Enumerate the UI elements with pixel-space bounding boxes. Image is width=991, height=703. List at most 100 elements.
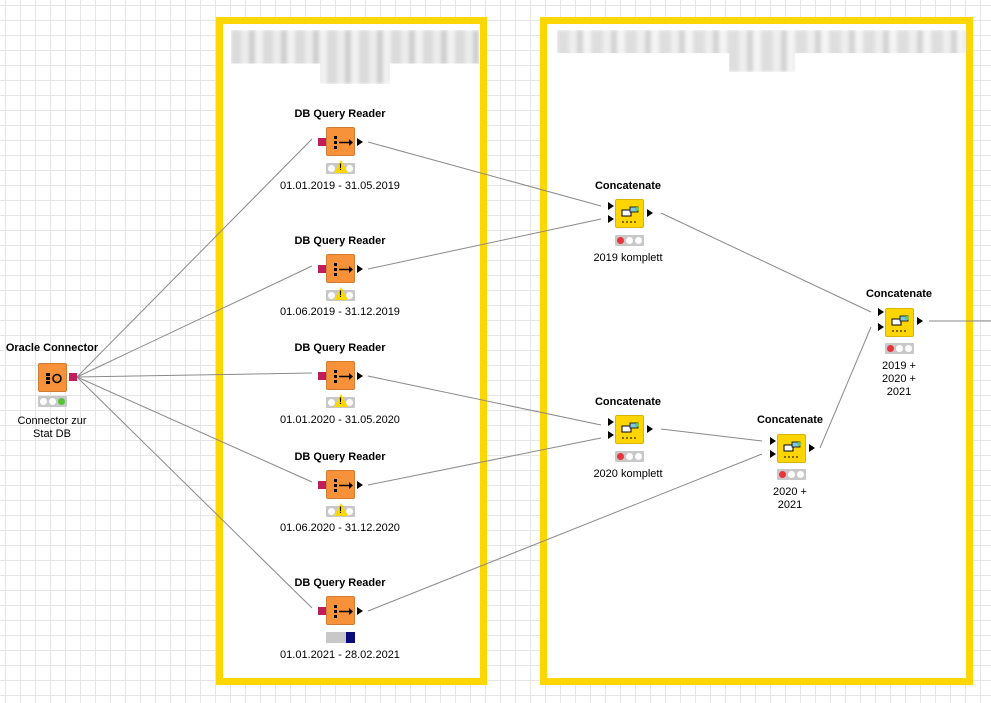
- node-concatenate[interactable]: Concatenate 2019 komplett: [568, 180, 688, 270]
- node-db-query-reader[interactable]: DB Query Reader ! 01.01.2020 - 31.05.202…: [280, 342, 400, 432]
- db-input-port[interactable]: [318, 481, 326, 489]
- connection: [367, 218, 602, 270]
- data-input-port[interactable]: [608, 215, 614, 223]
- db-query-icon: [334, 370, 353, 383]
- node-title: DB Query Reader: [294, 451, 386, 463]
- node-icon-box[interactable]: [326, 361, 355, 390]
- status-traffic-light: !: [326, 160, 355, 174]
- db-input-port[interactable]: [318, 265, 326, 273]
- node-label: 01.01.2021 - 28.02.2021: [280, 649, 400, 661]
- connection: [367, 437, 602, 486]
- status-traffic-light: [885, 343, 914, 354]
- node-label: Connector zur Stat DB: [17, 415, 87, 440]
- node-concatenate[interactable]: Concatenate 2019 + 2020 + 2021: [839, 288, 959, 408]
- node-icon-box[interactable]: [777, 434, 806, 463]
- node-db-query-reader[interactable]: DB Query Reader ! 01.06.2019 - 31.12.201…: [280, 235, 400, 325]
- node-icon-box[interactable]: [615, 199, 644, 228]
- status-traffic-light: !: [326, 394, 355, 408]
- node-icon-box[interactable]: [885, 308, 914, 337]
- status-traffic-light: [777, 469, 806, 480]
- node-title: DB Query Reader: [294, 342, 386, 354]
- warning-icon: [334, 394, 348, 407]
- connection: [76, 376, 313, 609]
- db-query-icon: [334, 479, 353, 492]
- node-label: 01.06.2020 - 31.12.2020: [280, 522, 400, 534]
- connection: [660, 428, 763, 442]
- node-db-query-reader[interactable]: DB Query Reader ! 01.01.2019 - 31.05.201…: [280, 108, 400, 198]
- db-query-icon: [334, 136, 353, 149]
- data-input-port[interactable]: [770, 437, 776, 445]
- status-traffic-light: [38, 396, 67, 407]
- db-input-port[interactable]: [318, 372, 326, 380]
- data-input-port[interactable]: [608, 418, 614, 426]
- connection: [76, 265, 313, 378]
- node-label: 2019 komplett: [593, 252, 663, 264]
- data-input-port[interactable]: [878, 308, 884, 316]
- data-input-port[interactable]: [608, 431, 614, 439]
- node-label: 01.06.2019 - 31.12.2019: [280, 306, 400, 318]
- node-label: 01.01.2020 - 31.05.2020: [280, 414, 400, 426]
- node-concatenate[interactable]: Concatenate 2020 + 2021: [730, 414, 850, 514]
- node-title: Concatenate: [865, 288, 933, 300]
- node-title: DB Query Reader: [294, 235, 386, 247]
- node-title: Concatenate: [594, 180, 662, 192]
- node-title: Concatenate: [756, 414, 824, 426]
- data-output-port[interactable]: [357, 265, 363, 273]
- node-label: 01.01.2019 - 31.05.2019: [280, 180, 400, 192]
- status-traffic-light: [615, 235, 644, 246]
- warning-icon: [334, 160, 348, 173]
- node-label: 2020 komplett: [593, 468, 663, 480]
- data-input-port[interactable]: [608, 202, 614, 210]
- node-title: Oracle Connector: [5, 342, 99, 354]
- db-input-port[interactable]: [318, 138, 326, 146]
- data-input-port[interactable]: [878, 323, 884, 331]
- data-output-port[interactable]: [357, 372, 363, 380]
- node-label: 2020 + 2021: [773, 486, 807, 511]
- db-output-port[interactable]: [69, 373, 77, 381]
- connection: [367, 141, 602, 207]
- db-query-icon: [334, 605, 353, 618]
- warning-icon: [334, 287, 348, 300]
- execution-progress-bar: [326, 632, 355, 643]
- data-output-port[interactable]: [357, 481, 363, 489]
- node-label: 2019 + 2020 + 2021: [882, 360, 916, 398]
- node-icon-box[interactable]: [615, 415, 644, 444]
- concatenate-icon: [621, 206, 639, 223]
- connection: [76, 372, 313, 378]
- status-traffic-light: !: [326, 503, 355, 517]
- db-query-icon: [334, 263, 353, 276]
- concatenate-icon: [891, 315, 909, 332]
- node-title: DB Query Reader: [294, 108, 386, 120]
- node-db-query-reader[interactable]: DB Query Reader ! 01.06.2020 - 31.12.202…: [280, 451, 400, 541]
- data-output-port[interactable]: [917, 317, 923, 325]
- node-oracle-connector[interactable]: Oracle Connector Connector zur Stat DB: [0, 342, 112, 442]
- node-db-query-reader[interactable]: DB Query Reader 01.01.2021 - 28.02.2021: [280, 577, 400, 667]
- db-input-port[interactable]: [318, 607, 326, 615]
- data-input-port[interactable]: [770, 450, 776, 458]
- connection: [367, 375, 602, 426]
- data-output-port[interactable]: [357, 138, 363, 146]
- node-concatenate[interactable]: Concatenate 2020 komplett: [568, 396, 688, 486]
- node-icon-box[interactable]: [326, 470, 355, 499]
- connection: [819, 326, 872, 449]
- data-output-port[interactable]: [357, 607, 363, 615]
- warning-icon: [334, 503, 348, 516]
- data-output-port[interactable]: [647, 425, 653, 433]
- node-icon-box[interactable]: [326, 127, 355, 156]
- concatenate-icon: [783, 441, 801, 458]
- db-connector-icon: [46, 373, 62, 384]
- data-output-port[interactable]: [647, 209, 653, 217]
- connection: [76, 138, 313, 378]
- connection: [367, 453, 763, 612]
- concatenate-icon: [621, 422, 639, 439]
- node-icon-box[interactable]: [38, 363, 67, 392]
- connection: [76, 376, 313, 483]
- connection: [660, 212, 872, 313]
- node-icon-box[interactable]: [326, 254, 355, 283]
- status-traffic-light: [615, 451, 644, 462]
- data-output-port[interactable]: [809, 444, 815, 452]
- progress-fill: [346, 632, 355, 643]
- node-icon-box[interactable]: [326, 596, 355, 625]
